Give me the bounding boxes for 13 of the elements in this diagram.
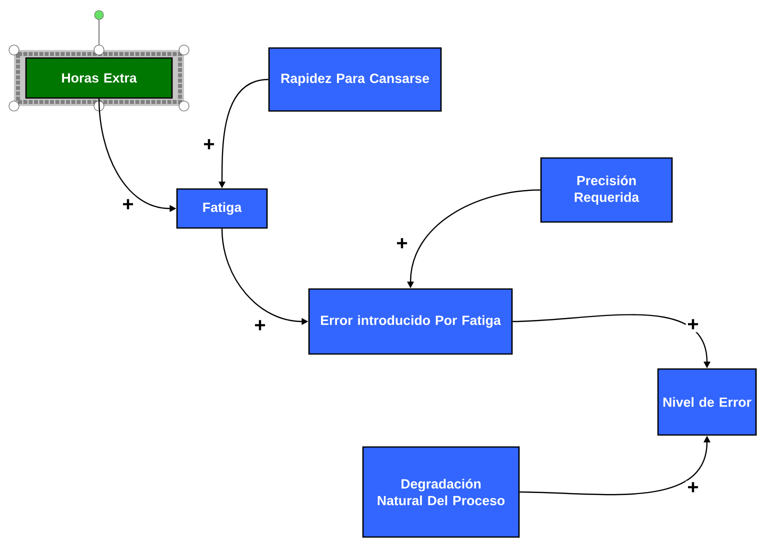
edge-label: + — [686, 318, 700, 332]
variable-box: Precisión Requerida — [540, 157, 673, 223]
variable-box: Horas Extra — [25, 57, 173, 99]
edge-label: + — [686, 480, 700, 496]
variable-box: Rapidez Para Cansarse — [268, 47, 442, 112]
edge-label: + — [202, 138, 216, 152]
variable-box: Degradación Natural Del Proceso — [362, 446, 520, 538]
variable-box: Fatiga — [176, 188, 268, 229]
edge-label: + — [394, 236, 410, 252]
variable-box: Nivel de Error — [657, 368, 757, 436]
edge-label: + — [120, 198, 136, 212]
variable-box: Error introducido Por Fatiga — [308, 288, 513, 355]
edge-label: + — [252, 318, 268, 334]
